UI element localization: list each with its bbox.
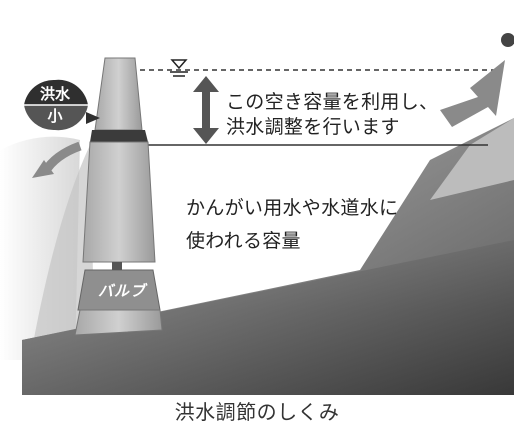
double-headed-arrow bbox=[193, 76, 219, 144]
water-level-symbol bbox=[170, 59, 188, 77]
badge-small-label: 小 bbox=[47, 107, 63, 125]
hillside-highlight bbox=[430, 118, 514, 200]
badge-flood-label: 洪水 bbox=[39, 85, 70, 103]
outflow-arrowhead bbox=[32, 160, 54, 178]
water-use-text-line1: かんがい用水や水道水に bbox=[186, 197, 399, 219]
free-capacity-text-line1: この空き容量を利用し、 bbox=[226, 91, 439, 113]
dam-body bbox=[74, 57, 163, 336]
flood-small-badge bbox=[24, 79, 100, 131]
inflow-arrow bbox=[440, 33, 514, 127]
valve-label: バルブ bbox=[97, 282, 146, 300]
figure-caption: 洪水調節のしくみ bbox=[174, 400, 340, 424]
water-use-text-line2: 使われる容量 bbox=[186, 230, 301, 252]
free-capacity-text-line2: 洪水調整を行います bbox=[226, 116, 400, 138]
